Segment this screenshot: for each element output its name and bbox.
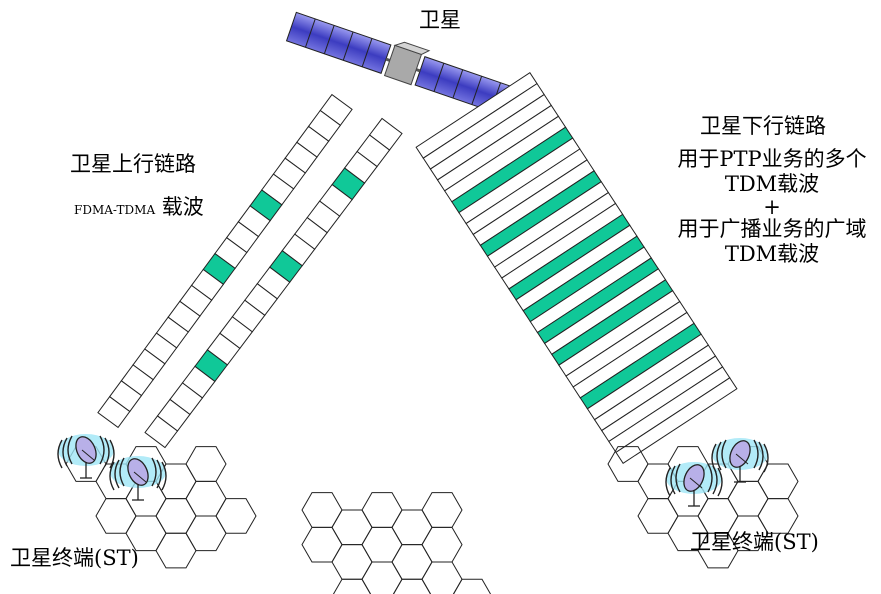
uplink-title: 卫星上行链路 — [70, 152, 196, 176]
terminals-layer — [57, 434, 769, 507]
hex-cell — [697, 498, 739, 534]
downlink-line-3: 用于广播业务的广域 — [677, 217, 867, 241]
downlink-slot — [615, 377, 738, 464]
hex-cell — [215, 498, 257, 534]
downlink-line-2: TDM载波 — [724, 172, 820, 196]
hex-cell — [185, 515, 227, 552]
uplink-1-slot — [97, 395, 131, 429]
hex-cell — [185, 480, 227, 517]
hex-cell — [361, 561, 403, 594]
hex-cell — [361, 526, 403, 563]
hex-cell — [757, 498, 799, 534]
hex-cell — [421, 526, 463, 563]
hex-cell — [155, 532, 197, 569]
hex-cell — [185, 446, 227, 482]
satellite-label: 卫星 — [419, 8, 461, 32]
hex-cell — [391, 509, 433, 546]
hex-cell — [361, 492, 403, 528]
hex-cell — [421, 492, 463, 528]
hex-cell — [301, 492, 343, 528]
satellite-terminal-icon — [57, 434, 115, 479]
satellite-terminal-icon — [109, 456, 167, 501]
downlink-band — [415, 72, 738, 464]
hex-cell — [155, 498, 197, 534]
downlink-plus: + — [763, 195, 781, 219]
downlink-description: 用于PTP业务的多个 TDM载波 + 用于广播业务的广域 TDM载波 — [664, 147, 880, 267]
satellite-terminal-icon — [665, 462, 723, 507]
hex-cell — [301, 526, 343, 563]
terminal-label-left: 卫星终端(ST) — [10, 546, 139, 570]
downlink-line-4: TDM载波 — [724, 242, 820, 266]
cell-cluster-center — [301, 492, 492, 594]
hex-cell — [727, 515, 769, 552]
hex-cell — [331, 544, 373, 580]
hex-cell — [757, 463, 799, 500]
hex-cell — [452, 578, 492, 594]
uplink-2-slot — [144, 415, 179, 449]
hex-cell — [391, 544, 433, 580]
downlink-title: 卫星下行链路 — [700, 114, 826, 138]
hex-cell — [421, 561, 463, 594]
hex-cell — [331, 509, 373, 546]
hex-cell — [727, 480, 769, 517]
terminal-label-right: 卫星终端(ST) — [690, 530, 819, 554]
downlink-line-1: 用于PTP业务的多个 — [677, 147, 867, 171]
hex-cell — [95, 498, 137, 534]
uplink-carrier-label: FDMA-TDMA 载波 — [74, 195, 204, 223]
hex-cell — [637, 498, 679, 534]
uplink-strip-2 — [144, 117, 403, 449]
uplink-strip-1 — [97, 93, 353, 429]
uplink-carrier-suffix: 载波 — [161, 195, 204, 219]
satellite-terminal-icon — [711, 438, 769, 483]
uplink-carrier-prefix: FDMA-TDMA — [74, 203, 156, 217]
